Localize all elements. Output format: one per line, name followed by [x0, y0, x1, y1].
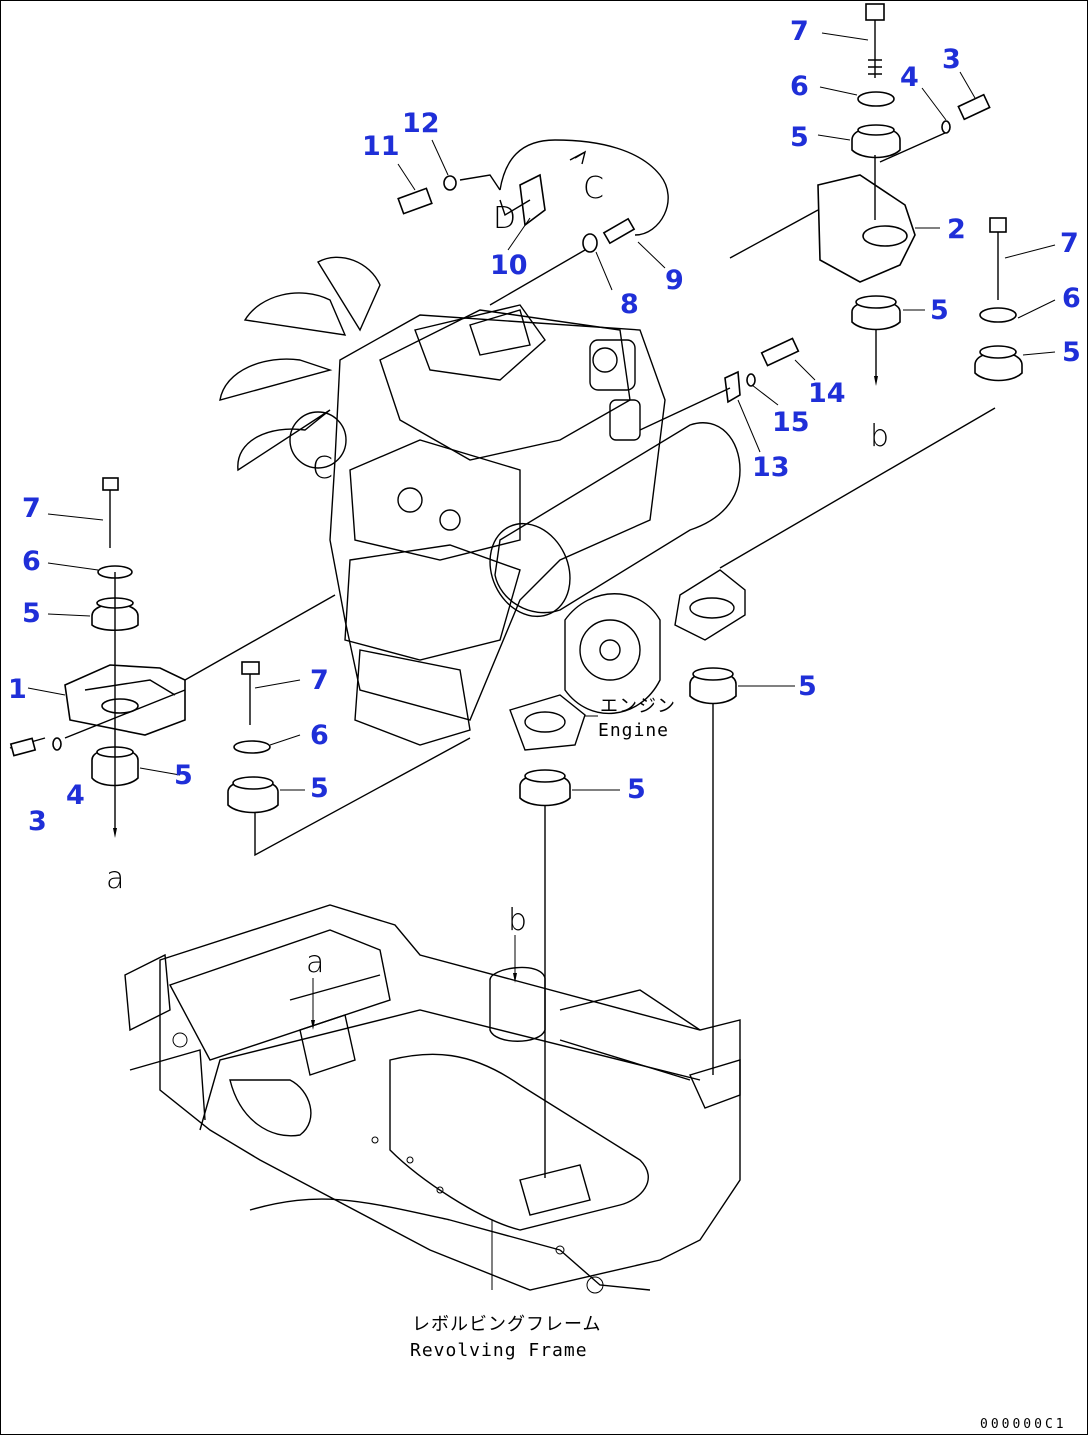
callout-3: 3 [942, 44, 961, 75]
ref-c-engine: C [312, 451, 333, 486]
leader-lines [27, 32, 1056, 791]
clip-assembly [639, 337, 800, 431]
fan-blade [219, 358, 333, 401]
callout-5: 5 [790, 122, 809, 153]
cylinder-head [379, 309, 631, 461]
fan-pulley [289, 411, 347, 469]
ref-a: a [106, 861, 124, 896]
callout-11: 11 [362, 131, 400, 162]
callout-7: 7 [1060, 228, 1079, 259]
mount-boss-front [519, 1164, 591, 1216]
engine-label-jp: エンジン [600, 696, 676, 717]
callout-13: 13 [752, 452, 790, 483]
callout-7: 7 [790, 16, 809, 47]
bolt-3-left [9, 737, 37, 757]
ref-a-frame: a [306, 945, 324, 980]
washer-8 [582, 233, 598, 253]
clip-13 [724, 370, 741, 404]
center-front-mount [519, 769, 571, 1178]
frame-label-en: Revolving Frame [410, 1340, 588, 1361]
frame-opening [389, 1053, 649, 1231]
engine-block [329, 314, 666, 721]
washer-4-top [941, 120, 951, 134]
callout-3: 3 [28, 806, 47, 837]
engine-bracket-right [674, 569, 746, 641]
engine [219, 256, 746, 751]
fan-blade [243, 292, 347, 336]
bolt-11 [397, 187, 433, 215]
callout-5: 5 [798, 671, 817, 702]
washer-4-left [52, 737, 62, 751]
revolving-frame [124, 904, 741, 1294]
callout-10: 10 [490, 250, 528, 281]
oil-pan [354, 649, 471, 746]
callout-5: 5 [22, 598, 41, 629]
bracket-2 [817, 174, 916, 283]
callout-1: 1 [8, 674, 27, 705]
engine-label-en: Engine [598, 720, 669, 741]
callout-6: 6 [310, 720, 329, 751]
cable-assembly [397, 139, 669, 306]
bolt-14 [760, 337, 800, 367]
muffler [494, 422, 741, 614]
bolt-3-top [957, 93, 991, 121]
callout-7: 7 [22, 493, 41, 524]
callout-14: 14 [808, 378, 846, 409]
ref-b: b [870, 419, 889, 454]
text-notes: エンジン Engine レボルビングフレーム Revolving Frame 0… [410, 696, 1067, 1432]
callout-9: 9 [665, 265, 684, 296]
washer-15 [746, 373, 756, 387]
ref-c-cable: C [583, 171, 604, 206]
left-mount-assembly [9, 477, 336, 838]
mount-boss-a [299, 1014, 356, 1076]
center-left-mount [227, 661, 471, 857]
right-front-mount [689, 667, 737, 1075]
callout-5: 5 [1062, 337, 1081, 368]
callout-labels: 7 6 4 3 5 2 7 5 6 5 11 12 10 9 8 14 15 1… [8, 16, 1081, 837]
callout-4: 4 [66, 780, 85, 811]
callout-5: 5 [174, 760, 193, 791]
callout-6: 6 [790, 71, 809, 102]
starter [344, 544, 521, 661]
callout-8: 8 [620, 289, 639, 320]
clamp-10 [519, 173, 546, 227]
callout-6: 6 [22, 546, 41, 577]
callout-5: 5 [310, 773, 329, 804]
frame-label-jp: レボルビングフレーム [412, 1314, 601, 1335]
callout-15: 15 [772, 407, 810, 438]
callout-6: 6 [1062, 283, 1081, 314]
callout-5: 5 [930, 295, 949, 326]
figure-code: 000000C1 [980, 1417, 1067, 1432]
callout-12: 12 [402, 108, 440, 139]
fan-blade [317, 256, 381, 332]
ref-b-frame: b [508, 903, 527, 938]
washer-6-top [857, 91, 895, 107]
sensor-9 [602, 217, 636, 245]
right-mount-assembly [729, 3, 991, 386]
far-right-mount [719, 217, 1023, 569]
bolt-7-top [865, 3, 885, 21]
callout-2: 2 [947, 214, 966, 245]
washer-12 [443, 175, 457, 191]
engine-bracket-front [509, 694, 586, 751]
fan-blade [237, 409, 331, 472]
mount-boss-right [689, 1059, 741, 1109]
callout-5: 5 [627, 774, 646, 805]
ref-d-cable: D [493, 201, 516, 236]
callout-4: 4 [900, 62, 919, 93]
reference-letters: a a b b C D C [106, 171, 889, 1030]
callout-7: 7 [310, 665, 329, 696]
bolt-head [102, 477, 119, 491]
